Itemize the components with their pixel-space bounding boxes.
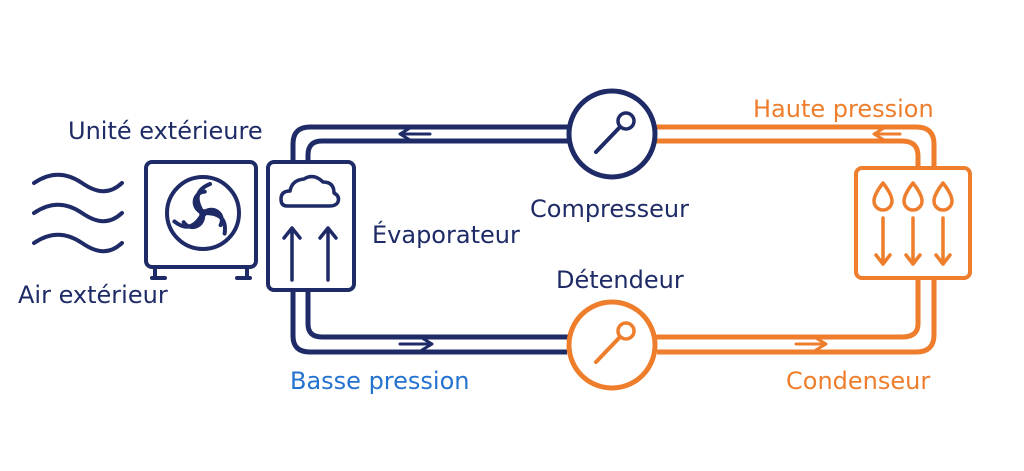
up-arrow-icon xyxy=(282,226,338,282)
wrench-icon xyxy=(594,321,636,364)
droplet-icon xyxy=(872,181,954,212)
compressor-label: Compresseur xyxy=(530,195,690,223)
evaporator-label: Évaporateur xyxy=(372,221,520,249)
condenser-unit xyxy=(854,166,972,280)
low-pressure-circuit xyxy=(290,124,570,355)
down-arrow-icon xyxy=(874,216,952,266)
flow-arrow-icon xyxy=(398,126,902,352)
cloud-icon xyxy=(279,174,341,208)
outdoor-unit-label: Unité extérieure xyxy=(68,117,263,145)
expansion-valve-unit xyxy=(566,299,658,391)
air-waves-icon xyxy=(32,172,124,254)
low-pressure-label: Basse pression xyxy=(290,367,470,395)
outdoor-air-label: Air extérieur xyxy=(18,281,168,309)
compressor-unit xyxy=(566,88,658,180)
fan-icon xyxy=(165,175,241,251)
outdoor-unit xyxy=(144,160,258,280)
expansion-valve-label: Détendeur xyxy=(556,266,684,294)
high-pressure-label: Haute pression xyxy=(753,95,934,123)
condenser-label: Condenseur xyxy=(786,367,931,395)
high-pressure-circuit xyxy=(656,124,937,355)
evaporator-unit xyxy=(266,160,356,292)
wrench-icon xyxy=(594,111,636,154)
